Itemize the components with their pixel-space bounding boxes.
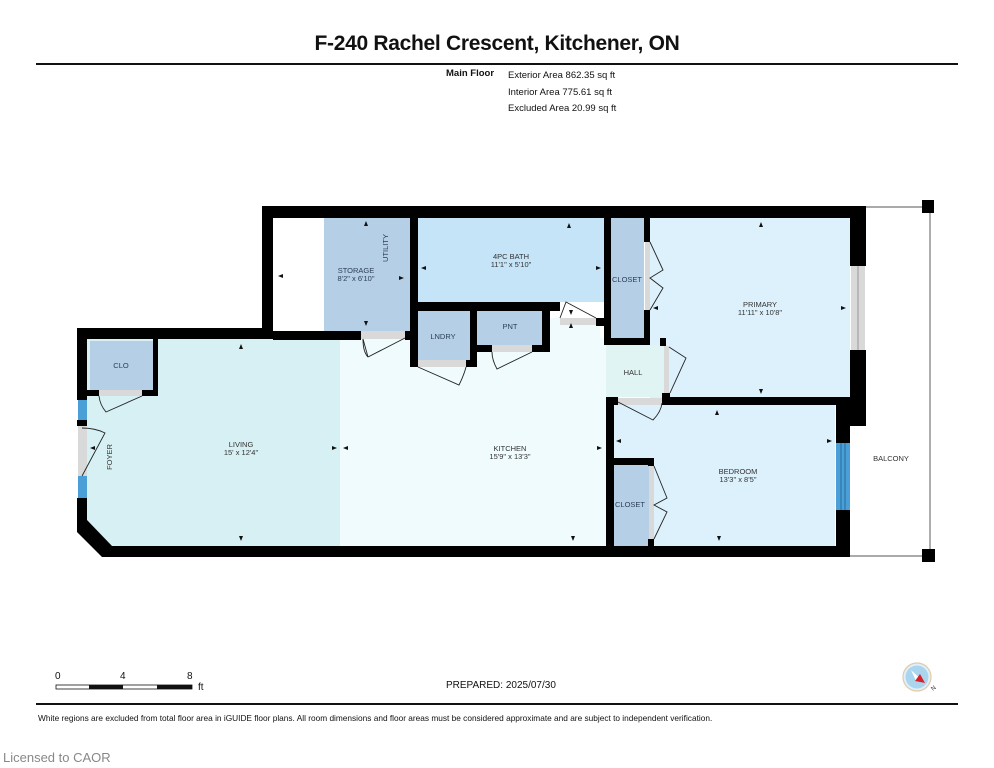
footer-divider [36, 703, 958, 705]
disclaimer-footnote: White regions are excluded from total fl… [38, 713, 713, 723]
page-title: F-240 Rachel Crescent, Kitchener, ON [314, 32, 680, 55]
header-divider [36, 63, 958, 65]
bath-label: 4PC BATH [493, 252, 529, 261]
excluded-area: Excluded Area 20.99 sq ft [508, 103, 617, 114]
clo-room [90, 341, 153, 390]
utility-label: UTILITY [381, 234, 390, 262]
scale-tick-0: 0 [55, 671, 61, 682]
storage-label: STORAGE [338, 266, 375, 275]
dimension-markers [90, 221, 846, 541]
primary-dims: 11'11" x 10'8" [738, 308, 783, 317]
clo-label: CLO [113, 361, 129, 370]
balcony-label: BALCONY [873, 454, 909, 463]
closet-2-room [613, 465, 650, 546]
lndry-label: LNDRY [430, 332, 455, 341]
bath-dims: 11'1" x 5'10" [491, 260, 532, 269]
scale-unit: ft [198, 682, 204, 693]
bath-room [418, 218, 604, 302]
storage-dims: 8'2" x 6'10" [338, 274, 375, 283]
hall-label: HALL [624, 368, 643, 377]
bedroom-dims: 13'3" x 8'5" [720, 475, 757, 484]
kitchen-dims: 15'9" x 13'3" [489, 452, 530, 461]
primary-room [650, 218, 850, 398]
scale-tick-4: 4 [120, 671, 126, 682]
kitchen-room [340, 318, 606, 546]
storage-room [324, 216, 411, 331]
foyer-label: FOYER [105, 444, 114, 470]
bedroom-label: BEDROOM [719, 467, 758, 476]
balcony-outline [850, 200, 935, 562]
svg-text:N: N [930, 685, 937, 692]
license-watermark: Licensed to CAOR [3, 750, 111, 765]
primary-label: PRIMARY [743, 300, 777, 309]
kitchen-label: KITCHEN [494, 444, 527, 453]
room-fills [87, 216, 850, 546]
scale-bar [55, 684, 193, 690]
compass-icon: N [902, 662, 938, 693]
pnt-label: PNT [503, 322, 518, 331]
closet-1-label: CLOSET [612, 275, 642, 284]
living-dims: 15' x 12'4" [224, 448, 259, 457]
exterior-area: Exterior Area 862.35 sq ft [508, 70, 616, 81]
hall-room [606, 345, 666, 397]
lndry-room [418, 311, 470, 362]
scale-tick-8: 8 [187, 671, 193, 682]
pnt-room [477, 309, 542, 347]
area-summary: Exterior Area 862.35 sq ft Interior Area… [508, 68, 616, 118]
living-label: LIVING [229, 440, 254, 449]
walls [77, 206, 866, 557]
windows [78, 266, 865, 510]
doors [78, 241, 687, 540]
room-labels: STORAGE 8'2" x 6'10" UTILITY 4PC BATH 11… [105, 234, 909, 509]
floor-name: Main Floor [446, 68, 495, 79]
closet-1-room [611, 218, 644, 338]
closet-2-label: CLOSET [615, 500, 645, 509]
prepared-date: PREPARED: 2025/07/30 [446, 680, 556, 691]
interior-area: Interior Area 775.61 sq ft [508, 86, 613, 98]
